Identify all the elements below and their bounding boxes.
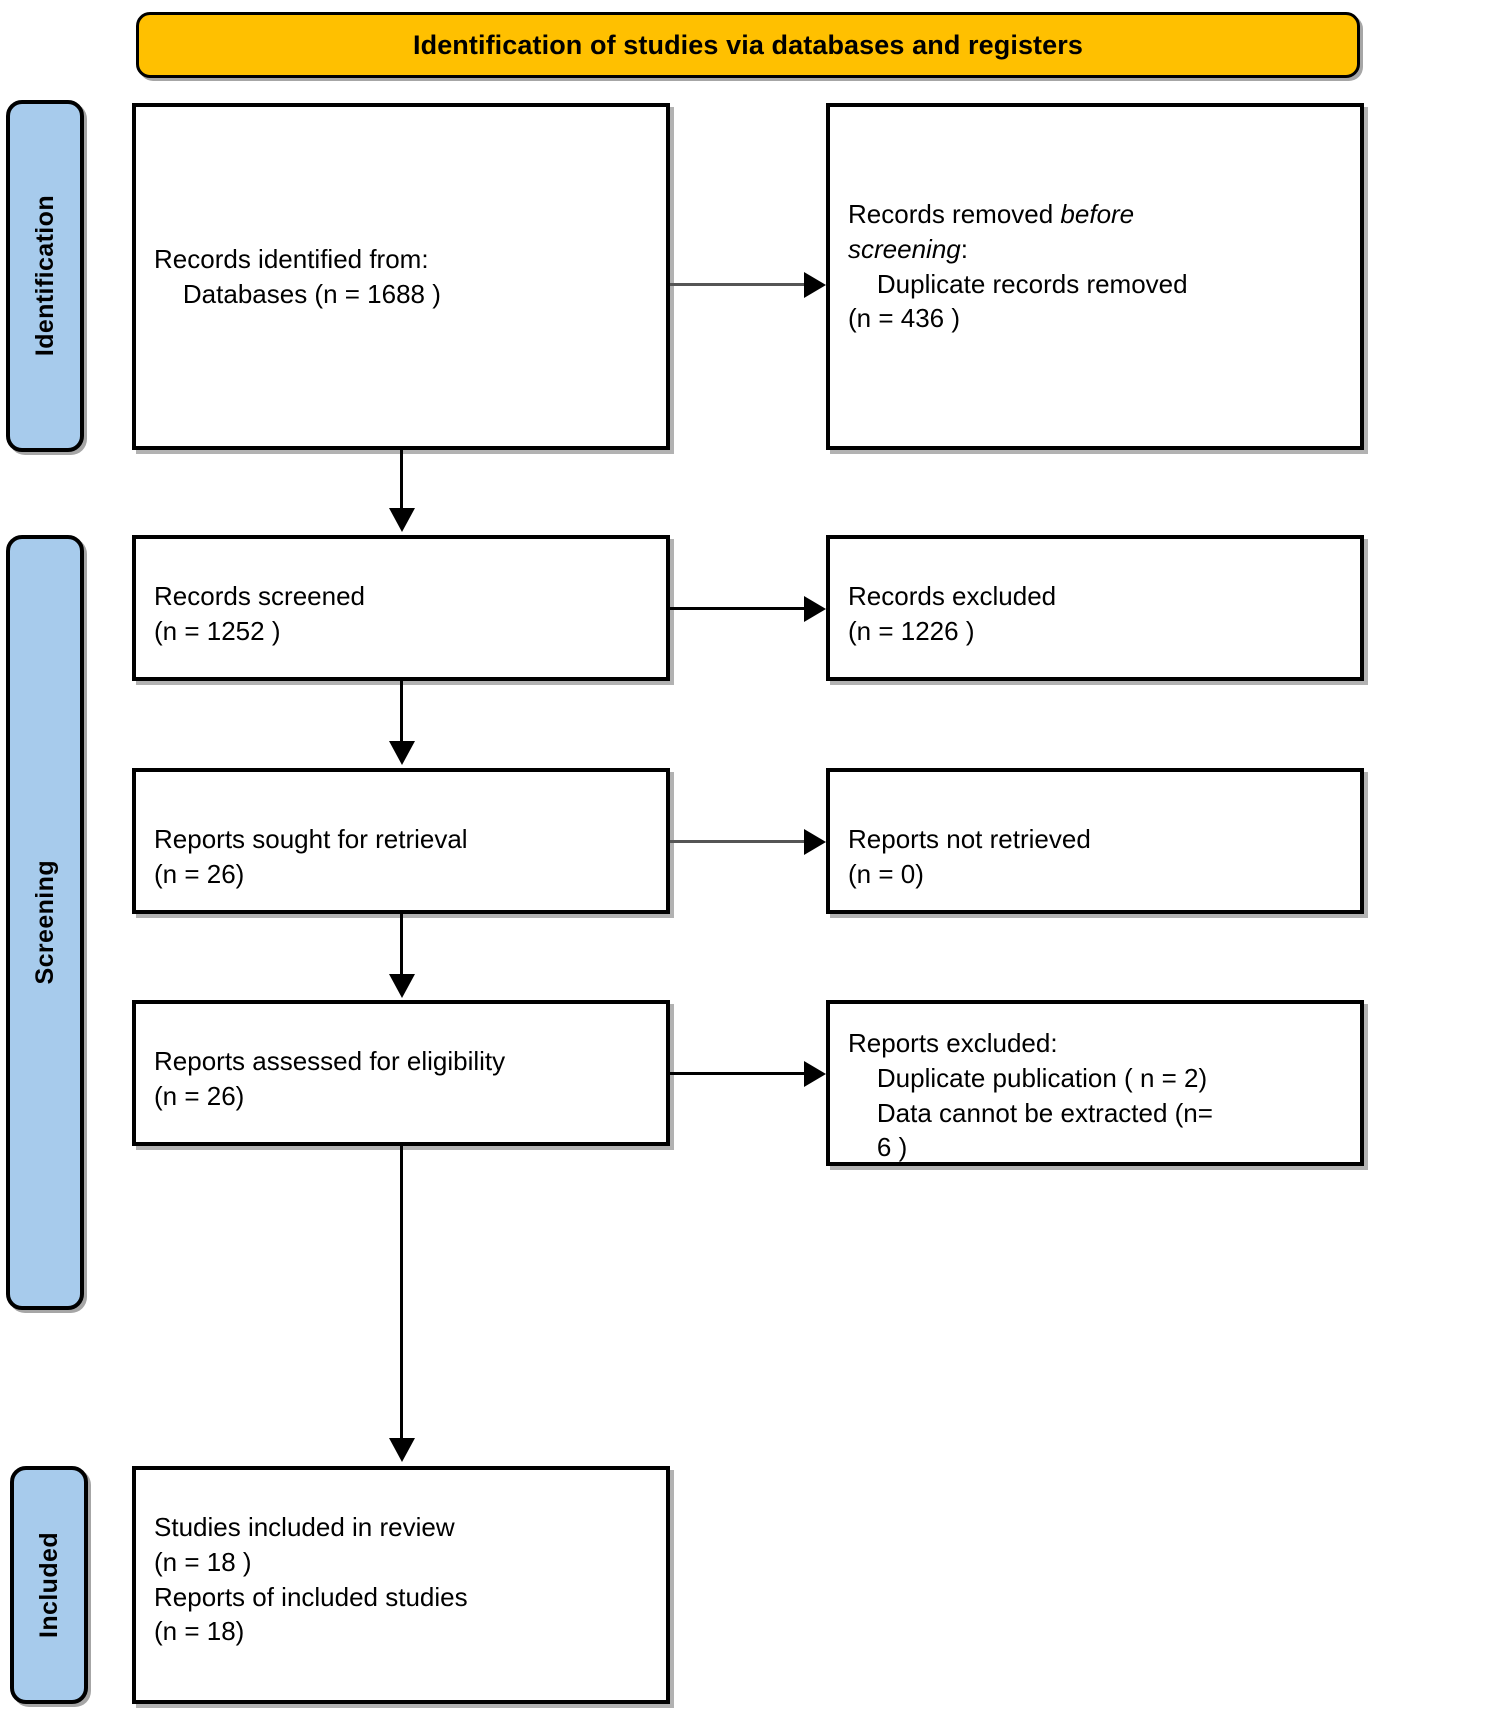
arrowhead-screened-to-excluded — [804, 596, 826, 622]
box-records-removed: Records removed before screening: Duplic… — [826, 103, 1364, 450]
banner-identification-header: Identification of studies via databases … — [136, 12, 1360, 78]
reports-sought-line2: (n = 26) — [154, 858, 245, 889]
phase-label-included: Included — [34, 1532, 63, 1638]
connector-sought-to-notretrieved — [670, 840, 804, 843]
box-reports-not-retrieved: Reports not retrieved (n = 0) — [826, 768, 1364, 914]
box-records-identified: Records identified from: Databases (n = … — [132, 103, 670, 450]
box-records-screened: Records screened (n = 1252 ) — [132, 535, 670, 681]
arrowhead-sought-to-assessed — [389, 974, 415, 998]
box-records-screened-text: Records screened (n = 1252 ) — [154, 553, 648, 649]
phase-tab-included: Included — [10, 1466, 88, 1704]
connector-identified-to-screened — [400, 450, 403, 510]
phase-label-screening: Screening — [30, 860, 59, 985]
reports-excluded-line1: Reports excluded: — [848, 1028, 1058, 1058]
records-identified-line2: Databases (n = 1688 ) — [154, 278, 441, 309]
banner-title: Identification of studies via databases … — [413, 29, 1083, 60]
reports-excluded-line2: Duplicate publication ( n = 2) — [848, 1062, 1208, 1093]
records-removed-line2-em: screening — [848, 233, 961, 264]
records-excluded-line2: (n = 1226 ) — [848, 615, 975, 646]
box-records-excluded: Records excluded (n = 1226 ) — [826, 535, 1364, 681]
studies-included-line1: Studies included in review — [154, 1512, 455, 1542]
reports-not-retrieved-line2: (n = 0) — [848, 858, 924, 889]
box-reports-sought-text: Reports sought for retrieval (n = 26) — [154, 786, 648, 892]
box-records-removed-text: Records removed before screening: Duplic… — [848, 121, 1342, 336]
studies-included-line3: Reports of included studies — [154, 1581, 468, 1612]
records-removed-line1-pre: Records removed — [848, 199, 1061, 229]
box-reports-excluded-text: Reports excluded: Duplicate publication … — [848, 1018, 1342, 1165]
studies-included-line4: (n = 18) — [154, 1616, 245, 1647]
box-records-identified-text: Records identified from: Databases (n = … — [154, 242, 441, 312]
arrowhead-screened-to-sought — [389, 741, 415, 765]
box-reports-not-retrieved-text: Reports not retrieved (n = 0) — [848, 786, 1342, 892]
arrowhead-assessed-to-reportsexcluded — [804, 1061, 826, 1087]
reports-excluded-line4: 6 ) — [848, 1132, 908, 1163]
phase-label-identification: Identification — [30, 195, 59, 357]
records-excluded-line1: Records excluded — [848, 581, 1057, 611]
connector-screened-to-excluded — [670, 607, 804, 610]
records-removed-line4: (n = 436 ) — [848, 303, 961, 334]
records-removed-line3: Duplicate records removed — [848, 268, 1188, 299]
reports-excluded-line3: Data cannot be extracted (n= — [848, 1097, 1213, 1128]
box-reports-sought: Reports sought for retrieval (n = 26) — [132, 768, 670, 914]
records-removed-line1-em: before — [1060, 199, 1135, 229]
arrowhead-assessed-to-included — [389, 1438, 415, 1462]
connector-assessed-to-included — [400, 1146, 403, 1440]
records-screened-line2: (n = 1252 ) — [154, 615, 281, 646]
records-screened-line1: Records screened — [154, 581, 365, 611]
records-removed-line2-post: : — [960, 233, 968, 264]
connector-identified-to-removed — [670, 283, 804, 286]
box-records-excluded-text: Records excluded (n = 1226 ) — [848, 553, 1342, 649]
arrowhead-identified-to-screened — [389, 508, 415, 532]
studies-included-line2: (n = 18 ) — [154, 1546, 252, 1577]
reports-sought-line1: Reports sought for retrieval — [154, 824, 468, 854]
arrowhead-sought-to-notretrieved — [804, 829, 826, 855]
phase-tab-screening: Screening — [6, 535, 84, 1310]
box-reports-excluded: Reports excluded: Duplicate publication … — [826, 1000, 1364, 1166]
records-identified-line1: Records identified from: — [154, 243, 429, 274]
arrowhead-identified-to-removed — [804, 272, 826, 298]
box-studies-included: Studies included in review (n = 18 ) Rep… — [132, 1466, 670, 1704]
box-studies-included-text: Studies included in review (n = 18 ) Rep… — [154, 1484, 648, 1649]
box-reports-assessed: Reports assessed for eligibility (n = 26… — [132, 1000, 670, 1146]
connector-assessed-to-reportsexcluded — [670, 1072, 804, 1075]
connector-screened-to-sought — [400, 681, 403, 743]
box-reports-assessed-text: Reports assessed for eligibility (n = 26… — [154, 1018, 648, 1114]
reports-not-retrieved-line1: Reports not retrieved — [848, 824, 1091, 854]
reports-assessed-line2: (n = 26) — [154, 1080, 245, 1111]
phase-tab-identification: Identification — [6, 100, 84, 452]
connector-sought-to-assessed — [400, 914, 403, 976]
reports-assessed-line1: Reports assessed for eligibility — [154, 1046, 506, 1076]
